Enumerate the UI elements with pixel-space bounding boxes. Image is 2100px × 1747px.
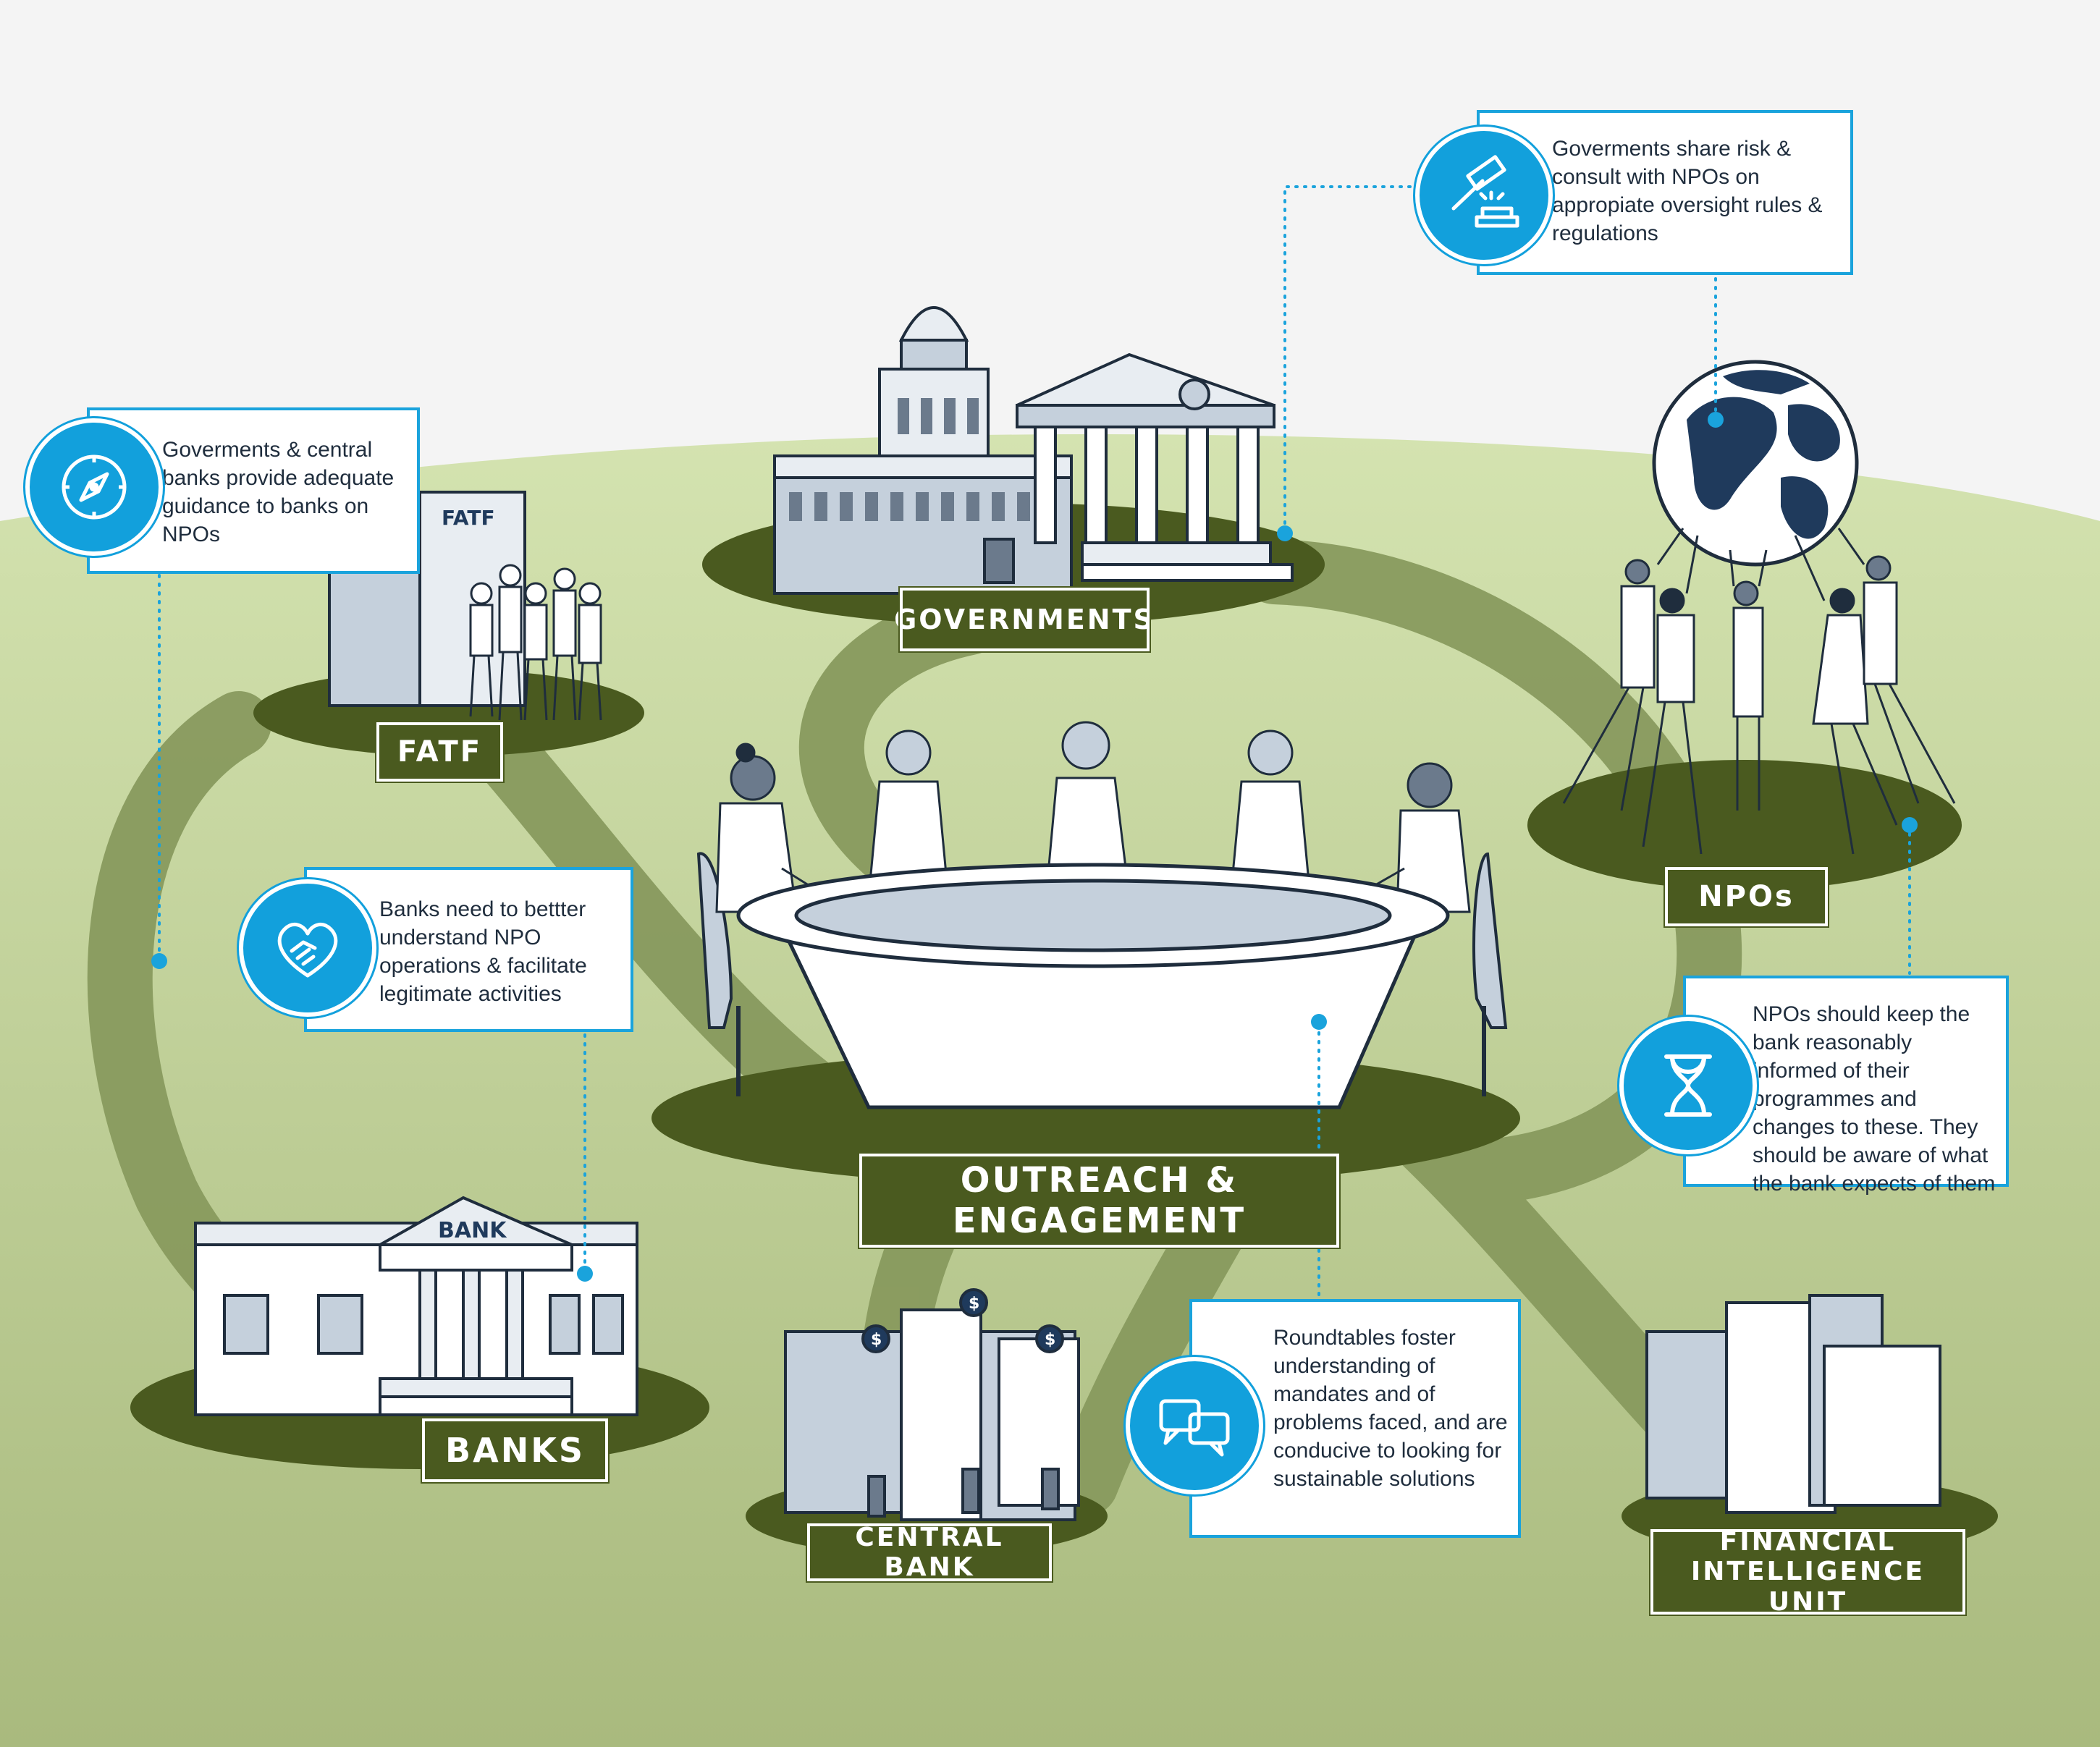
- bank-building: BANK: [194, 1196, 638, 1416]
- hourglass-icon: [1619, 1017, 1757, 1154]
- heart-hands-icon: [239, 879, 376, 1017]
- npos-callout: NPOs should keep the bank reasonably inf…: [1683, 976, 2009, 1196]
- banks-callout-text: Banks need to bettter understand NPO ope…: [379, 897, 587, 1006]
- fiu-buildings: [1645, 1294, 1941, 1514]
- courthouse-building: [1016, 352, 1294, 582]
- roundtable-chairs: [696, 852, 1508, 1096]
- governments-label: GOVERNMENTS: [894, 586, 1153, 653]
- fatf-label: FATF: [375, 721, 505, 783]
- dollar-icon: $: [1045, 1331, 1055, 1349]
- fiu-label: FINANCIAL INTELLIGENCE UNIT: [1649, 1526, 1967, 1617]
- compass-icon: [25, 418, 163, 556]
- globe: [1652, 360, 1859, 567]
- central-bank-buildings: $ $ $: [784, 1288, 1080, 1521]
- speech-bubbles-icon: [1126, 1357, 1263, 1494]
- governments-callout-text: Goverments share risk & consult with NPO…: [1552, 137, 1823, 245]
- dollar-icon: $: [969, 1295, 979, 1313]
- fatf-people: [469, 564, 602, 721]
- outreach-engagement-label: OUTREACH & ENGAGEMENT: [858, 1152, 1341, 1249]
- bank-building-sign: BANK: [438, 1218, 507, 1243]
- governments-callout: Goverments share risk & consult with NPO…: [1477, 110, 1853, 275]
- banks-label: BANKS: [421, 1417, 610, 1484]
- npo-people: [1562, 528, 1956, 855]
- gavel-icon: [1415, 127, 1553, 264]
- fatf-callout: Goverments & central banks provide adequ…: [87, 407, 420, 574]
- capitol-building: [773, 306, 1073, 595]
- fatf-building-sign: FATF: [442, 506, 495, 530]
- npos-callout-text: NPOs should keep the bank reasonably inf…: [1753, 1002, 1996, 1196]
- connector-dots: [151, 412, 1918, 1282]
- npos-label: NPOs: [1663, 866, 1829, 928]
- roundtable-callout-text: Roundtables foster understanding of mand…: [1273, 1326, 1508, 1491]
- central-bank-label: CENTRAL BANK: [806, 1522, 1053, 1583]
- fiu-label-line1: FINANCIAL: [1719, 1526, 1897, 1557]
- dollar-icon: $: [871, 1331, 882, 1349]
- fatf-callout-text: Goverments & central banks provide adequ…: [162, 438, 395, 546]
- fiu-label-line2: INTELLIGENCE UNIT: [1690, 1557, 1926, 1617]
- roundtable: [736, 863, 1450, 1109]
